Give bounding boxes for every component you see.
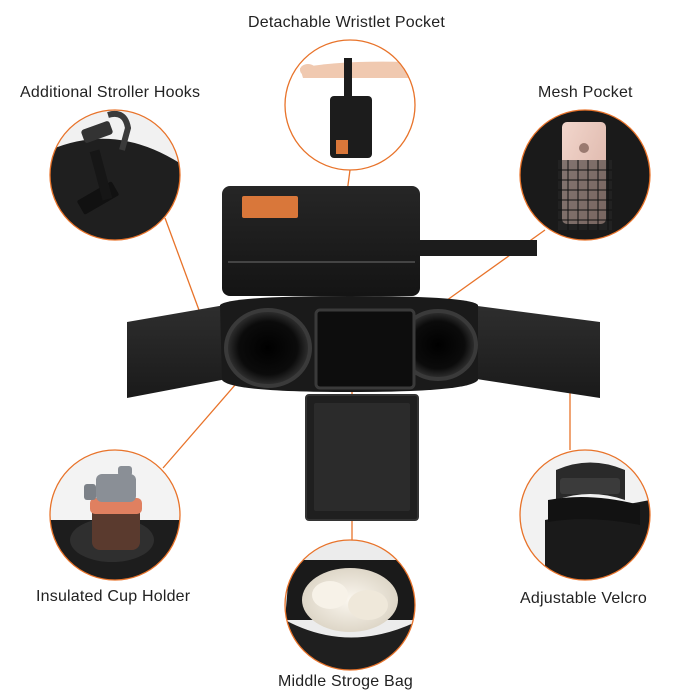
wristlet-handle: [405, 240, 537, 256]
label-adjustable-velcro: Adjustable Velcro: [520, 590, 648, 607]
label-middle-storage-bag: Middle Stroge Bag: [278, 673, 414, 690]
brand-patch: [242, 196, 298, 218]
mesh-inset: [519, 109, 651, 241]
wristlet-inset: [284, 39, 416, 171]
left-cup-holder: [226, 310, 310, 386]
right-cup-holder: [400, 311, 476, 379]
hooks-inset: [49, 109, 181, 241]
stroller-organizer: [127, 186, 600, 521]
carabiner-hook-icon: [81, 121, 113, 143]
label-additional-stroller-hooks: Additional Stroller Hooks: [20, 84, 201, 101]
label-insulated-cup-holder: Insulated Cup Holder: [36, 588, 191, 605]
velcro-inset: [519, 449, 651, 581]
cup-inset: [49, 449, 181, 581]
right-strap: [470, 305, 600, 398]
label-detachable-wristlet-pocket: Detachable Wristlet Pocket: [248, 14, 445, 31]
bag-inset: [284, 539, 416, 671]
velcro-panel: [314, 403, 410, 511]
left-strap: [127, 305, 232, 398]
label-mesh-pocket: Mesh Pocket: [538, 84, 633, 101]
middle-compartment: [314, 308, 416, 390]
